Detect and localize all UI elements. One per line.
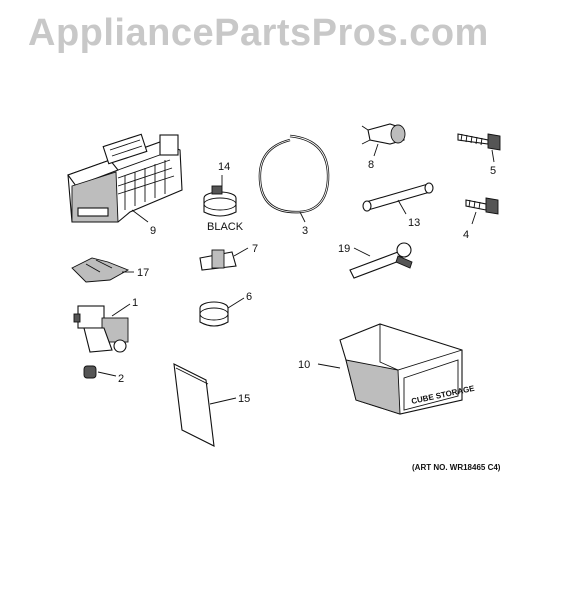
callout-15: 15 [238,393,250,405]
nut-part [83,365,97,379]
callout-8: 8 [368,159,374,171]
ice-maker-part [67,133,183,223]
clamp-part [199,301,229,327]
ice-bucket-part: CUBE STORAGE [339,323,476,415]
callout-3: 3 [302,225,308,237]
art-number: (ART NO. WR18465 C4) [412,463,501,472]
callout-10: 10 [298,359,310,371]
fitting-part [199,249,237,271]
water-valve-part [73,305,129,353]
instruction-sheet-part [173,363,215,447]
callout-7: 7 [252,243,258,255]
callout-19: 19 [338,243,350,255]
callout-5: 5 [490,165,496,177]
callout-9: 9 [150,225,156,237]
callout-14: 14 [218,161,230,173]
callout-4: 4 [463,229,469,241]
tube-coil-part [258,134,330,214]
short-screw-part [465,197,499,215]
long-screw-part [457,133,501,151]
wire-connector-part [203,185,237,217]
clip-part [361,123,406,145]
callout-1: 1 [132,297,138,309]
callout-17: 17 [137,267,149,279]
watermark-logo: AppliancePartsPros.com [28,12,489,54]
callout-6: 6 [246,291,252,303]
foam-pad-part [71,257,130,283]
black-note: BLACK [207,221,244,233]
fill-tube-part [349,242,413,279]
rod-part [362,182,434,212]
callout-13: 13 [408,217,420,229]
callout-2: 2 [118,373,124,385]
